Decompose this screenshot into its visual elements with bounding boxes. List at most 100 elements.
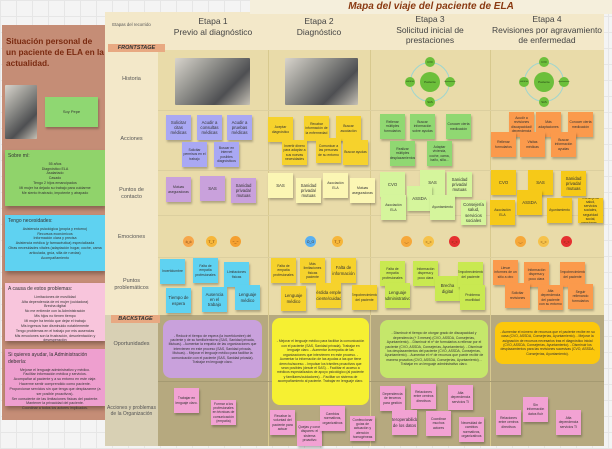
sticky-note: Sanidad privada/ mutuas	[231, 178, 256, 203]
sticky-note: Más limitaciones físicas paciente	[300, 258, 325, 283]
sticky-note: Rellenar formularios	[491, 132, 516, 157]
sticky-note: Falta de información	[331, 258, 356, 283]
sticky-note: Realizar múltiples desplazamientos	[390, 141, 415, 166]
note-line: Tengo problemas en el trabajo por mis au…	[15, 328, 95, 333]
note-line: Asistencia médica (y farmacéutica) espec…	[15, 241, 95, 246]
stage-1-photo	[175, 58, 250, 105]
row-label-historia: Historia	[122, 76, 141, 82]
network-node: CVO	[425, 57, 435, 67]
problems-note: A causa de estos problemas:Limitaciones …	[5, 283, 105, 343]
sticky-note: Mutuas aseguradoras	[166, 177, 191, 202]
stage-name: Revisiones por agravamiento de enfermeda…	[491, 24, 603, 46]
sticky-note: Falta de empatía profesionales	[193, 258, 218, 283]
stage-name: Solicitud inicial de prestaciones	[396, 24, 464, 46]
note-line: Mis ingresos han disminuido notablemente	[20, 323, 90, 328]
sticky-note: Información dispersa y poco clara	[413, 261, 438, 286]
note-line: Casado	[48, 176, 62, 181]
row-label-oportunidades: Oportunidades	[113, 341, 150, 347]
backstage-tag: BACKSTAGE	[111, 315, 160, 323]
sticky-note: Alta dependencia del paciente con su ent…	[538, 285, 563, 310]
sticky-note: Sin información datos fluir	[523, 397, 548, 422]
opportunity-card: - Reducir el tiempo de espera (la incert…	[163, 320, 262, 378]
note-line: Facilitar información médica y servicios…	[23, 372, 87, 377]
sticky-note: Alta dependencia servicios TI	[448, 385, 473, 410]
stage-label: Etapa 3	[415, 14, 445, 24]
sticky-note: Lenguaje médico	[235, 285, 260, 310]
sticky-note: Empobrecimiento del paciente	[560, 262, 585, 287]
tired-icon: =_=	[538, 236, 549, 247]
note-line: Asistencia psicológica (propia y entorno…	[22, 226, 88, 231]
sticky-note: Falta de empatía profesionales	[271, 258, 296, 283]
note-line: Mantener la privacidad del paciente.	[26, 401, 84, 406]
note-line: Información clara y precisa	[33, 236, 77, 241]
persona-photo	[5, 85, 37, 139]
note-title: Si quieres ayudar, la Administración deb…	[8, 352, 88, 365]
sticky-note: Necesidad de cambios normativos, organiz…	[459, 417, 484, 442]
note-line: Asalariado	[46, 171, 64, 176]
sticky-note: Solicitar citas médicas	[166, 115, 191, 140]
row-label-emociones: Emociones	[117, 234, 146, 240]
network-node: SAS	[539, 97, 549, 107]
divider	[158, 170, 604, 171]
opportunity-card: - Aumentar el número de recursos que el …	[495, 322, 600, 364]
sticky-note: Asociación ELA	[381, 195, 406, 220]
sticky-note: Seguir rellenando formularios	[568, 284, 593, 309]
divider	[490, 50, 491, 446]
sticky-note: Falta de empatía profesionales	[380, 261, 405, 286]
sticky-note: Buscar en internet posibles diagnósticos	[214, 142, 239, 167]
sticky-note: Formar a los profesionales en técnicas d…	[211, 400, 236, 425]
sticky-note: Información dispersa y poco clara	[524, 262, 549, 287]
note-line: Brecha digital	[44, 304, 66, 309]
tired-icon: =_=	[423, 236, 434, 247]
sticky-note: Buscar ayudas	[343, 140, 368, 165]
network-node: Ayuntamiento	[559, 77, 569, 87]
note-title: Sobre mí:	[8, 153, 30, 159]
sticky-note: Visitas médicas	[520, 132, 545, 157]
divider	[268, 50, 269, 446]
sticky-note: Alta dependencia servicios TI	[556, 410, 581, 435]
stage-name: Previo al diagnóstico	[173, 26, 253, 37]
divider	[158, 110, 604, 111]
note-line: Tengo 2 hijos emancipados	[33, 181, 77, 186]
note-line: Proporcionar servicios sin que tenga que…	[9, 386, 101, 396]
sticky-note: Tiempo de espera	[166, 288, 191, 313]
sticky-note: Llevar informes de un sitio a otro	[493, 260, 518, 285]
sticky-note: Asociación ELA	[323, 173, 348, 198]
note-line: Mis emociones son la frustración, desori…	[14, 333, 96, 343]
sticky-note: Confeccionar guías de actuación y atenci…	[350, 416, 375, 441]
stage-label: Etapa 2	[304, 16, 334, 26]
sticky-note: Incertidumbre	[160, 259, 185, 284]
note-line: Otras necesidades vitales (adaptación ho…	[8, 246, 102, 255]
board-header	[105, 12, 604, 50]
row-label-problemas: Puntos problemáticos	[114, 278, 149, 291]
opportunity-card: - Disminuir el tiempo de otorgar grado d…	[380, 320, 488, 378]
needs-note: Tengo necesidades:Asistencia psicológica…	[5, 215, 105, 271]
crying-icon: T_T	[206, 236, 217, 247]
sticky-note: Buscar información sobre ayudas	[410, 114, 435, 139]
stage-name: Diagnóstico	[296, 26, 342, 37]
note-line: Mi mujer ha dejado su trabajo para cuida…	[19, 185, 91, 190]
note-line: Hacerme sentir comprendido como paciente…	[19, 382, 91, 387]
crying-icon: T_T	[332, 236, 343, 247]
name-note: Soy Pepe	[45, 97, 98, 127]
sticky-note: Recabar la voluntad del paciente para ac…	[270, 410, 295, 435]
sticky-note: Relaciones entre centros directivos	[411, 384, 436, 409]
stage-label: Etapa 1	[198, 16, 228, 26]
sticky-note: Acudir a consultas médicas	[197, 115, 222, 140]
row-label-column	[105, 12, 158, 315]
sticky-note: Solicitar permisos en el trabajo	[182, 142, 207, 167]
note-line: Coordinar a todos los actores implicados…	[22, 406, 88, 411]
sticky-note: Ayuntamiento	[430, 195, 455, 220]
divider	[158, 257, 604, 258]
note-line: Mi mujer ha tenido que dejar el trabajo	[24, 318, 86, 323]
divider	[158, 381, 604, 382]
note-line: Recursos económicos	[37, 231, 73, 236]
map-title: Mapa del viaje del paciente de ELA	[250, 0, 612, 14]
opportunity-card: - Mejorar el lenguaje médico para facili…	[272, 318, 369, 405]
note-line: Limitaciones de movilidad	[34, 294, 76, 299]
sad-icon: -_-	[401, 236, 412, 247]
